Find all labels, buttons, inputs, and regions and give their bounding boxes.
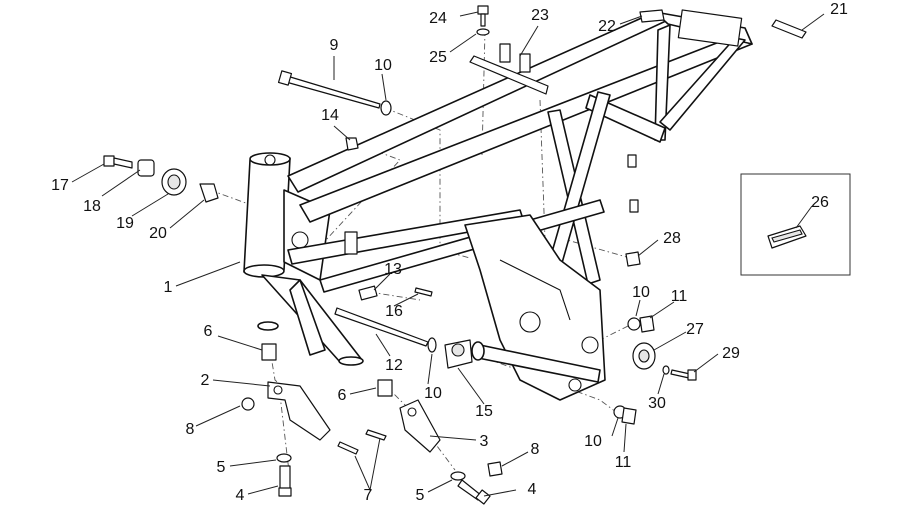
callout-12: 12 (385, 357, 403, 374)
callout-6b: 6 (338, 387, 347, 404)
callout-6a: 6 (204, 323, 213, 340)
callout-8b: 8 (531, 441, 540, 458)
callout-11a: 11 (671, 288, 688, 305)
callout-22: 22 (598, 18, 616, 35)
callout-3: 3 (480, 433, 489, 450)
callout-9: 9 (330, 37, 339, 54)
callout-8a: 8 (186, 421, 195, 438)
callout-7: 7 (364, 487, 373, 504)
callout-15: 15 (475, 403, 493, 420)
callout-21: 21 (830, 1, 848, 18)
callout-2: 2 (201, 372, 210, 389)
callout-14: 14 (321, 107, 339, 124)
callout-10a: 10 (374, 57, 392, 74)
callout-13: 13 (384, 261, 402, 278)
callout-16: 16 (385, 303, 403, 320)
steering-head (243, 157, 291, 273)
callout-19: 19 (116, 215, 134, 232)
callout-29: 29 (722, 345, 740, 362)
inset-box (740, 173, 851, 276)
callout-5b: 5 (416, 487, 425, 504)
long-bolt-9 (277, 70, 381, 109)
callout-27: 27 (686, 321, 704, 338)
callout-23: 23 (531, 7, 549, 24)
screw-4a (278, 465, 292, 497)
leader-lines (71, 11, 825, 497)
callout-17: 17 (51, 177, 69, 194)
callout-10d: 10 (584, 433, 602, 450)
callout-28: 28 (663, 230, 681, 247)
callout-4b: 4 (528, 481, 537, 498)
callout-24: 24 (429, 10, 447, 27)
callout-4a: 4 (236, 487, 245, 504)
callout-5a: 5 (217, 459, 226, 476)
callout-25: 25 (429, 49, 447, 66)
bolt-17 (103, 155, 133, 169)
callout-18: 18 (83, 198, 101, 215)
callout-10b: 10 (424, 385, 442, 402)
callout-30: 30 (648, 395, 666, 412)
callout-labels: 1 2 3 4 4 5 5 6 6 7 8 8 9 10 10 10 10 11… (51, 1, 848, 504)
callout-10c: 10 (632, 284, 650, 301)
frame-parts (103, 5, 807, 505)
screw-4b (457, 479, 491, 505)
callout-26: 26 (811, 194, 829, 211)
callout-20: 20 (149, 225, 167, 242)
callout-11b: 11 (615, 454, 632, 471)
motorcycle-frame (243, 9, 753, 401)
callout-1: 1 (164, 279, 173, 296)
